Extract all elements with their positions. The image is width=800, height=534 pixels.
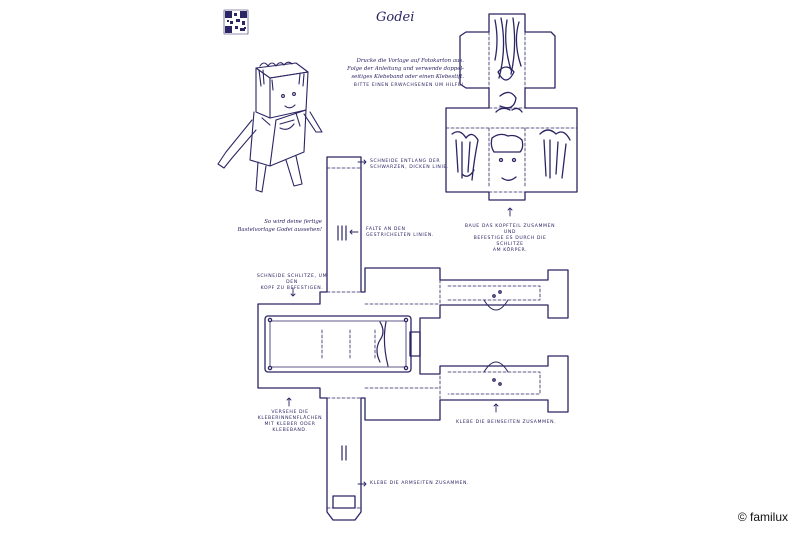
head-instruction: BAUE DAS KOPFTEIL ZUSAMMEN UND BEFESTIGE… bbox=[462, 224, 558, 254]
fold-instruction: FALTE AN DEN GESTRICHELTEN LINIEN. bbox=[366, 227, 434, 239]
slits-instruction: SCHNEIDE SCHLITZE, UM DEN KOPF ZU BEFEST… bbox=[252, 274, 332, 292]
arms-instruction: KLEBE DIE ARMSEITEN ZUSAMMEN. bbox=[370, 481, 470, 486]
instruction-line: GESTRICHELTEN LINIEN. bbox=[366, 233, 434, 238]
body-template bbox=[257, 156, 569, 521]
instruction-line: AM KÖRPER. bbox=[492, 248, 528, 253]
caption-line: Bastelvorlage Godei aussehen! bbox=[237, 227, 322, 233]
intro-text: Drucke die Vorlage auf Fotokarton aus. F… bbox=[332, 57, 464, 89]
glue-instruction: VERSEHE DIE KLEBERINNENFLÄCHEN MIT KLEBE… bbox=[250, 410, 330, 434]
template-title: Godei bbox=[376, 10, 415, 25]
instruction-line: SCHNEIDE ENTLANG DER bbox=[370, 159, 441, 164]
finished-figure-illustration bbox=[217, 61, 323, 193]
instruction-line: SCHWARZEN, DICKEN LINIE. bbox=[370, 165, 449, 170]
adult-help-notice: BITTE EINEN ERWACHSENEN UM HILFE! bbox=[353, 83, 464, 88]
caption-line: So wird deine fertige bbox=[264, 219, 322, 225]
qr-code-icon bbox=[223, 9, 249, 35]
intro-line: Folge der Anleitung und verwende doppel- bbox=[347, 66, 464, 72]
preview-caption: So wird deine fertige Bastelvorlage Gode… bbox=[222, 218, 322, 234]
intro-line: seitiges Klebeband oder einen Klebestift… bbox=[351, 74, 464, 80]
instruction-line: KOPF ZU BEFESTIGEN. bbox=[260, 286, 324, 291]
instruction-line: KLEBERINNENFLÄCHEN bbox=[257, 416, 323, 421]
instruction-line: VERSEHE DIE bbox=[271, 410, 309, 415]
instruction-line: FALTE AN DEN bbox=[366, 227, 406, 232]
copyright-notice: © familux bbox=[737, 510, 788, 524]
arrow-icon bbox=[286, 159, 513, 487]
scissors-marks-icon bbox=[337, 225, 347, 461]
head-template bbox=[445, 13, 578, 201]
legs-instruction: KLEBE DIE BEINSEITEN ZUSAMMEN. bbox=[456, 420, 557, 425]
instruction-line: MIT KLEBER ODER KLEBEBAND. bbox=[264, 422, 316, 433]
instruction-line: BEFESTIGE ES DURCH DIE SCHLITZE bbox=[473, 236, 547, 247]
instruction-line: SCHNEIDE SCHLITZE, UM DEN bbox=[256, 274, 328, 285]
intro-line: Drucke die Vorlage auf Fotokarton aus. bbox=[356, 58, 464, 64]
cut-instruction: SCHNEIDE ENTLANG DER SCHWARZEN, DICKEN L… bbox=[370, 159, 449, 171]
instruction-line: BAUE DAS KOPFTEIL ZUSAMMEN UND bbox=[464, 224, 556, 235]
